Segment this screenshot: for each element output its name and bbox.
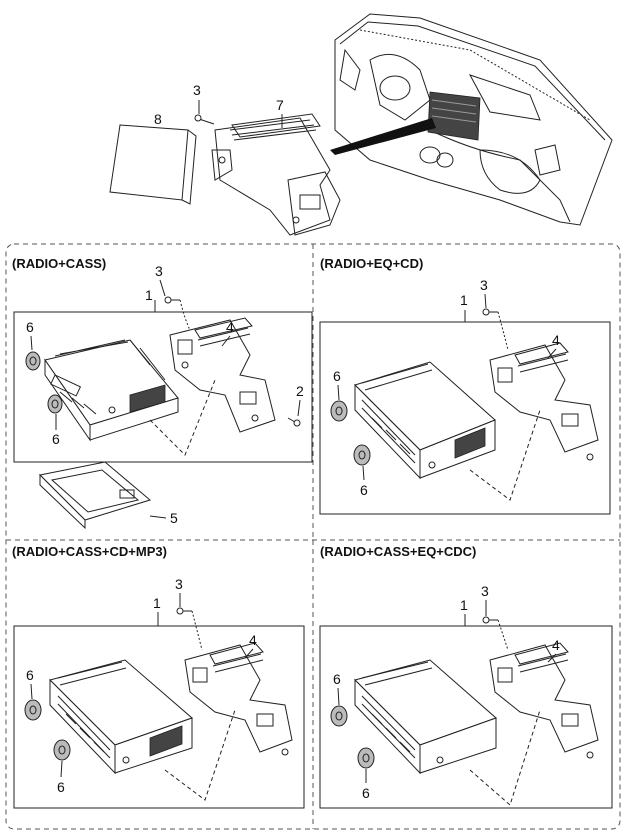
callout-p4-6a: 6: [333, 671, 341, 687]
panel-radio-cass: (RADIO+CASS): [12, 256, 313, 530]
callout-p3-4: 4: [249, 632, 257, 648]
callout-top-8: 8: [154, 111, 162, 127]
callout-p2-4: 4: [552, 332, 560, 348]
panel-radio-cass-cd-mp3: (RADIO+CASS+CD+MP3) 3 1 4 6 6: [12, 544, 305, 809]
panel-title: (RADIO+EQ+CD): [320, 256, 423, 271]
assembly-box: [319, 625, 613, 809]
panel-radio-eq-cd: (RADIO+EQ+CD) 3 1 4 6 6: [319, 256, 611, 515]
callout-p1-5: 5: [170, 510, 178, 526]
callout-p3-3: 3: [175, 576, 183, 592]
mounting-bracket-top: [211, 113, 341, 236]
callout-p1-1: 1: [145, 287, 153, 303]
panel-title: (RADIO+CASS): [12, 256, 106, 271]
callout-p1-6a: 6: [26, 319, 34, 335]
callout-p3-6a: 6: [26, 667, 34, 683]
dashboard-illustration: [330, 13, 613, 226]
callout-top-3: 3: [193, 82, 201, 98]
callout-p1-6b: 6: [52, 431, 60, 447]
panel-radio-cass-eq-cdc: (RADIO+CASS+EQ+CDC) 3 1 4 6 6: [319, 544, 613, 809]
callout-p3-6b: 6: [57, 779, 65, 795]
assembly-box: [13, 625, 305, 809]
callout-p2-1: 1: [460, 292, 468, 308]
panel-title: (RADIO+CASS+CD+MP3): [12, 544, 167, 559]
callout-p4-4: 4: [552, 637, 560, 653]
screw-top: [194, 114, 215, 125]
assembly-box: [13, 311, 313, 463]
callout-p2-6b: 6: [360, 482, 368, 498]
callout-p1-2: 2: [296, 383, 304, 399]
callout-p4-1: 1: [460, 597, 468, 613]
callout-p1-4: 4: [226, 319, 234, 335]
faceplate-cover: [109, 124, 197, 205]
callout-p4-6b: 6: [362, 785, 370, 801]
callout-p2-6a: 6: [333, 368, 341, 384]
callout-p4-3: 3: [481, 583, 489, 599]
callout-p1-3: 3: [155, 263, 163, 279]
callout-top-7: 7: [276, 97, 284, 113]
panel-title: (RADIO+CASS+EQ+CDC): [320, 544, 476, 559]
callout-p3-1: 1: [153, 595, 161, 611]
callout-p2-3: 3: [480, 277, 488, 293]
